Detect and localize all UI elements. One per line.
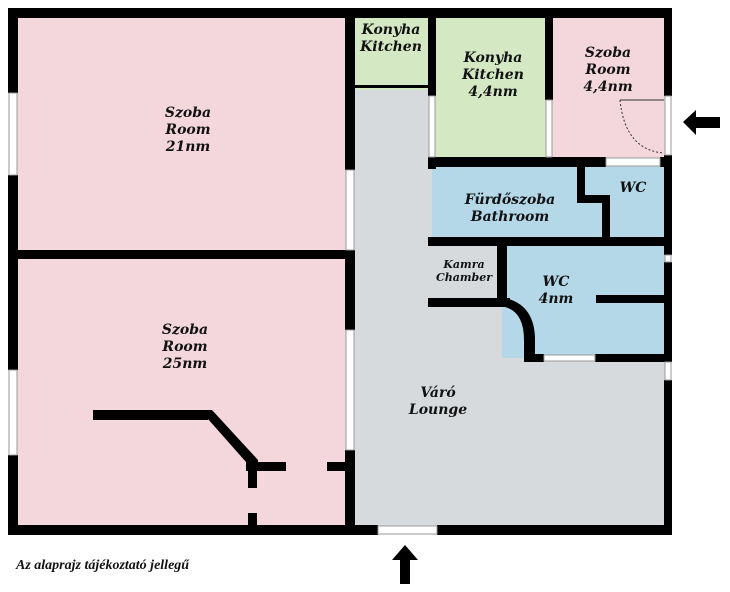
wc-area: 4nm: [538, 291, 574, 307]
wc-small-en: WC: [619, 180, 647, 196]
chamber-floor: [432, 244, 502, 302]
kitchen-small-hu: Konyha: [361, 22, 421, 38]
room-21-en: Room: [165, 122, 211, 138]
room-21-hu: Szoba: [164, 105, 212, 121]
kitchen-en: Kitchen: [462, 67, 524, 83]
arrow-left-icon: [683, 110, 720, 135]
bathroom-floor: [432, 164, 666, 242]
room-25-floor: [14, 258, 348, 528]
kitchen-floor: [432, 12, 548, 160]
chamber-en: Chamber: [435, 271, 493, 284]
room-25-hu: Szoba: [161, 322, 209, 338]
wc-small-label: WC: [620, 180, 647, 197]
kitchen-hu: Konyha: [463, 50, 523, 66]
room-21-area: 21nm: [165, 139, 211, 155]
room-21-floor: [14, 12, 348, 252]
caption: Az alaprajz tájékoztató jellegű: [16, 558, 190, 573]
room-44-en: Room: [585, 62, 631, 78]
room-25-en: Room: [162, 339, 208, 355]
kitchen-area: 4,4nm: [468, 84, 518, 100]
bathroom-hu: Fürdőszoba: [464, 192, 556, 208]
walls: [8, 8, 672, 535]
room-44-hu: Szoba: [584, 45, 632, 61]
lounge-hu: Váró: [420, 385, 456, 401]
room-44-area: 4,4nm: [583, 79, 633, 95]
room-25-area: 25nm: [162, 356, 208, 372]
windows: [8, 92, 672, 535]
wc-en: WC: [542, 274, 570, 290]
bathroom-en: Bathroom: [470, 209, 550, 225]
kitchen-small-floor: [352, 12, 430, 90]
chamber-hu: Kamra: [443, 258, 485, 271]
room-44-floor: [550, 12, 666, 160]
kitchen-small-en: Kitchen: [360, 39, 422, 55]
lounge-en: Lounge: [408, 402, 468, 418]
door-swing: [619, 99, 665, 154]
arrow-up-icon: [392, 545, 418, 584]
